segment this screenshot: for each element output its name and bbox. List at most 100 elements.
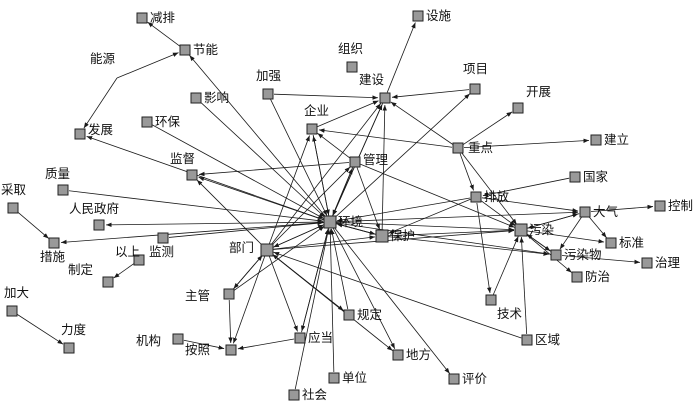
node-pingjia[interactable]: 评价 xyxy=(448,371,488,386)
node-box-cuoshi[interactable] xyxy=(48,237,60,249)
node-box-jiance[interactable] xyxy=(157,232,169,244)
node-box-renmin[interactable] xyxy=(93,219,105,231)
node-lidu[interactable]: 力度 xyxy=(61,322,87,354)
node-box-zuzhi[interactable] xyxy=(346,61,358,73)
node-jiance[interactable]: 监测 xyxy=(149,232,174,259)
node-box-jianli[interactable] xyxy=(590,134,602,146)
node-caiqu[interactable]: 采取 xyxy=(1,182,27,214)
node-box-jianpai[interactable] xyxy=(136,12,148,24)
node-box-zhiliang[interactable] xyxy=(57,184,69,196)
node-danwei[interactable]: 单位 xyxy=(328,370,367,385)
node-zhiding[interactable]: 制定 xyxy=(68,262,114,288)
node-kaizhan[interactable]: 开展 xyxy=(512,84,551,114)
node-zhili[interactable]: 治理 xyxy=(641,255,681,270)
node-shehui[interactable]: 社会 xyxy=(288,387,328,402)
node-box-baohu[interactable] xyxy=(375,229,389,243)
node-box-zhiding[interactable] xyxy=(102,276,114,288)
node-zhiliang[interactable]: 质量 xyxy=(45,166,70,196)
node-jianli[interactable]: 建立 xyxy=(590,132,629,147)
node-guanli[interactable]: 管理 xyxy=(349,152,389,168)
node-jieneng[interactable]: 节能 xyxy=(179,42,219,57)
node-box-kaizhan[interactable] xyxy=(512,102,524,114)
node-box-yingdang[interactable] xyxy=(294,332,306,344)
node-label-huanjing: 环境 xyxy=(338,214,363,229)
node-nengyuan[interactable]: 能源 xyxy=(90,51,116,66)
node-box-jiandu[interactable] xyxy=(186,169,198,181)
node-box-difang[interactable] xyxy=(392,349,404,361)
node-jishu[interactable]: 技术 xyxy=(485,294,523,321)
node-box-huanbao[interactable] xyxy=(141,116,153,128)
node-daqi[interactable]: 大气 xyxy=(579,204,619,219)
node-box-pingjia[interactable] xyxy=(448,373,460,385)
node-box-daqi[interactable] xyxy=(579,206,591,218)
node-box-jianshe[interactable] xyxy=(379,92,391,104)
node-cuoshi[interactable]: 措施 xyxy=(40,237,66,264)
node-jianshe[interactable]: 建设 xyxy=(359,72,391,104)
node-box-zhili[interactable] xyxy=(641,257,653,269)
node-jiandu[interactable]: 监督 xyxy=(170,151,198,181)
node-box-guojia[interactable] xyxy=(569,171,581,183)
node-box-biaozhun[interactable] xyxy=(605,237,617,249)
node-sheshi[interactable]: 设施 xyxy=(412,8,452,23)
node-baohu[interactable]: 保护 xyxy=(375,228,415,243)
node-box-guiding[interactable] xyxy=(343,309,355,321)
node-box-fangzhi[interactable] xyxy=(571,271,583,283)
node-huanjing[interactable]: 环境 xyxy=(323,214,363,229)
node-box-qiye[interactable] xyxy=(306,123,318,135)
node-wuranwu[interactable]: 污染物 xyxy=(550,247,602,262)
node-box-yingxiang[interactable] xyxy=(190,92,202,104)
node-yingxiang[interactable]: 影响 xyxy=(190,90,229,105)
node-yingdang[interactable]: 应当 xyxy=(294,330,333,345)
node-jianpai[interactable]: 减排 xyxy=(136,10,176,25)
node-box-jishu[interactable] xyxy=(485,294,497,306)
node-paifang[interactable]: 排放 xyxy=(470,189,510,204)
node-quyu[interactable]: 区域 xyxy=(521,332,560,347)
node-guojia[interactable]: 国家 xyxy=(569,169,609,184)
node-box-shehui[interactable] xyxy=(288,389,300,401)
node-qiye[interactable]: 企业 xyxy=(304,103,329,135)
node-box-yishang[interactable] xyxy=(133,254,145,266)
edge-huanjing-pingjia xyxy=(333,226,450,374)
node-box-wuranwu[interactable] xyxy=(550,249,562,261)
node-box-kongzhi[interactable] xyxy=(654,200,666,212)
node-difang[interactable]: 地方 xyxy=(392,347,431,362)
node-box-caiqu[interactable] xyxy=(7,202,19,214)
node-box-sheshi[interactable] xyxy=(412,10,424,22)
node-kongzhi[interactable]: 控制 xyxy=(654,198,693,213)
node-zhuguan[interactable]: 主管 xyxy=(185,288,235,303)
node-jiada[interactable]: 加大 xyxy=(4,285,29,317)
node-box-paifang[interactable] xyxy=(470,191,482,203)
node-box-huanjing[interactable] xyxy=(323,215,337,229)
node-guiding[interactable]: 规定 xyxy=(343,307,382,322)
node-zhongdian[interactable]: 重点 xyxy=(452,140,493,155)
node-box-xiangmu[interactable] xyxy=(469,83,481,95)
node-anzhao[interactable]: 按照 xyxy=(185,342,237,357)
node-bumen[interactable]: 部门 xyxy=(229,240,274,257)
node-wuran[interactable]: 污染 xyxy=(514,222,555,237)
node-xiangmu[interactable]: 项目 xyxy=(463,61,488,95)
node-box-quyu[interactable] xyxy=(521,334,533,346)
node-box-zhuguan[interactable] xyxy=(223,288,235,300)
node-box-lidu[interactable] xyxy=(63,342,75,354)
node-zuzhi[interactable]: 组织 xyxy=(338,41,363,73)
node-renmin[interactable]: 人民政府 xyxy=(69,201,119,231)
node-box-danwei[interactable] xyxy=(328,372,340,384)
node-jiaqiang[interactable]: 加强 xyxy=(256,68,282,100)
node-box-zhongdian[interactable] xyxy=(452,142,464,154)
node-box-jiada[interactable] xyxy=(6,305,18,317)
node-box-fazhan[interactable] xyxy=(74,128,86,140)
node-fangzhi[interactable]: 防治 xyxy=(571,269,610,284)
node-fazhan[interactable]: 发展 xyxy=(74,122,113,140)
node-box-jieneng[interactable] xyxy=(179,44,191,56)
node-box-guanli[interactable] xyxy=(349,156,361,168)
edge-paifang-huanjing xyxy=(336,197,471,223)
node-biaozhun[interactable]: 标准 xyxy=(605,235,644,250)
node-box-jigou[interactable] xyxy=(172,333,184,345)
node-yishang[interactable]: 以上 xyxy=(115,244,145,266)
node-box-bumen[interactable] xyxy=(260,243,274,257)
node-huanbao[interactable]: 环保 xyxy=(141,114,181,129)
node-jigou[interactable]: 机构 xyxy=(136,333,184,348)
node-box-wuran[interactable] xyxy=(514,223,528,237)
node-box-anzhao[interactable] xyxy=(225,344,237,356)
node-box-jiaqiang[interactable] xyxy=(262,88,274,100)
